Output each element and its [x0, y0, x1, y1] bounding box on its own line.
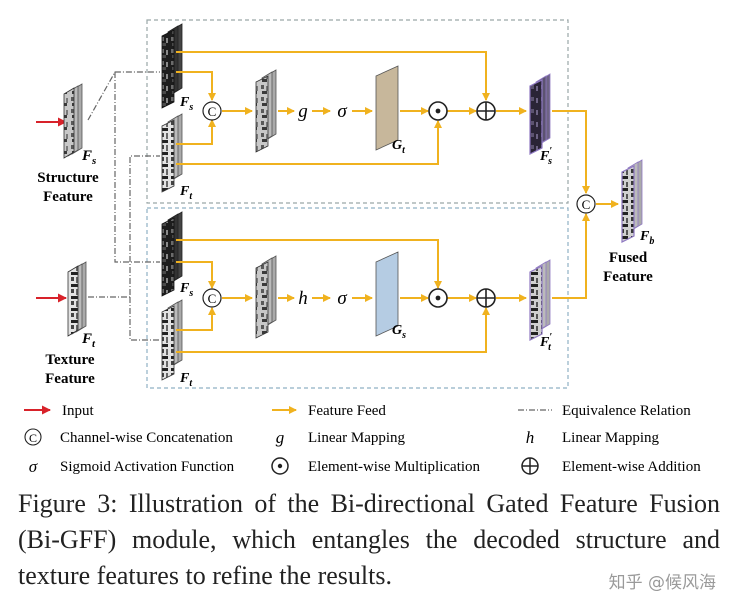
g-mapping-label: g [298, 101, 308, 122]
structure-feature-title-2: Feature [43, 189, 93, 205]
legend-concat-icon: C [24, 428, 42, 446]
structure-feature-title-1: Structure [37, 170, 99, 186]
fs-prime-map [529, 73, 551, 155]
sigma-upper-label: σ [337, 101, 347, 122]
legend-add-text: Element-wise Addition [562, 459, 701, 475]
legend-g-symbol: g [276, 428, 285, 447]
feature-feed-arrows [176, 51, 619, 353]
lower-fs-label: Fs [179, 281, 193, 299]
svg-text:C: C [208, 291, 217, 306]
legend-feed-text: Feature Feed [308, 403, 386, 419]
add-op-upper [476, 101, 496, 121]
structure-feature-map [63, 83, 83, 159]
equivalence-lines [87, 71, 160, 341]
lower-concat-map [255, 255, 277, 339]
gs-gate [375, 251, 399, 337]
fused-feature-title-1: Fused [609, 250, 648, 266]
legend-sigmoid-text: Sigmoid Activation Function [60, 459, 235, 475]
svg-text:C: C [208, 104, 217, 119]
gt-label: Gt [392, 138, 406, 156]
concat-op-fuse: C [576, 194, 596, 214]
fs-prime-label: F′s [539, 146, 552, 167]
texture-feature-title-1: Texture [45, 352, 95, 368]
upper-fs-label: Fs [179, 95, 193, 113]
add-op-lower [476, 288, 496, 308]
legend-add-icon [521, 457, 539, 475]
fused-feature-title-2: Feature [603, 269, 653, 285]
svg-text:C: C [582, 197, 591, 212]
ft-prime-label: F′t [539, 332, 552, 353]
gt-gate [375, 65, 399, 151]
concat-op-lower: C [202, 288, 222, 308]
texture-feature-title-2: Feature [45, 371, 95, 387]
legend-sigma-symbol: σ [29, 457, 38, 476]
sigma-lower-label: σ [337, 288, 347, 309]
concat-op-upper: C [202, 101, 222, 121]
gs-label: Gs [392, 323, 406, 341]
legend-g-text: Linear Mapping [308, 430, 406, 446]
ft-prime-map [529, 259, 551, 341]
upper-concat-map [255, 69, 277, 153]
legend-equiv-text: Equivalence Relation [562, 403, 691, 419]
mult-op-lower [428, 288, 448, 308]
svg-text:C: C [29, 431, 37, 445]
legend-concat-text: Channel-wise Concatenation [60, 430, 233, 446]
legend-mult-icon [271, 457, 289, 475]
upper-fs-map [161, 23, 183, 109]
fb-label: Fb [639, 229, 654, 247]
upper-ft-label: Ft [179, 184, 193, 202]
fused-feature-map [621, 159, 643, 243]
lower-ft-label: Ft [179, 371, 193, 389]
fs-structure-label: Fs [81, 148, 96, 167]
lower-fs-map [161, 211, 183, 297]
h-mapping-label: h [298, 288, 308, 309]
legend-input-text: Input [62, 403, 94, 419]
texture-feature-map [67, 261, 87, 337]
legend: Input Feature Feed Equivalence Relation … [24, 403, 701, 476]
legend-h-symbol: h [526, 428, 535, 447]
watermark: 知乎 @候风海 [608, 573, 716, 593]
figure-caption: Figure 3: Illustration of the Bi-directi… [18, 489, 720, 590]
ft-texture-label: Ft [81, 331, 96, 350]
upper-ft-map [161, 113, 183, 193]
mult-op-upper [428, 101, 448, 121]
legend-mult-text: Element-wise Multiplication [308, 459, 481, 475]
legend-h-text: Linear Mapping [562, 430, 660, 446]
lower-ft-map [161, 299, 183, 381]
